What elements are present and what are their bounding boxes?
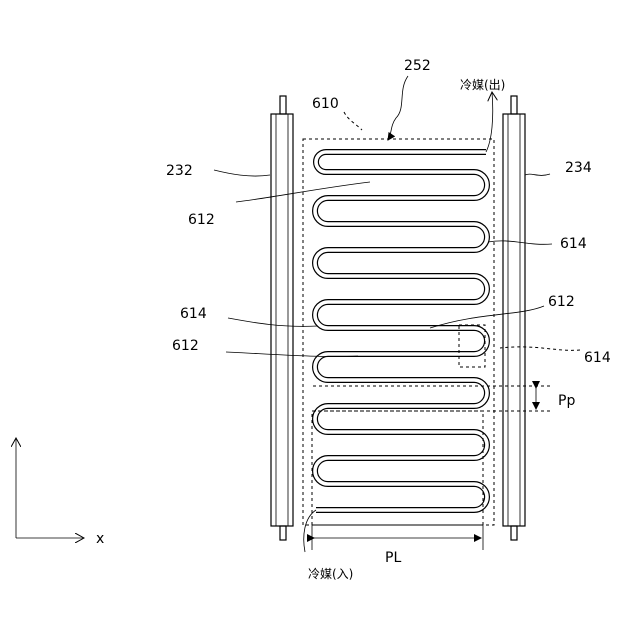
- outlet-flow-arrow: [486, 92, 493, 152]
- label-232: 232: [166, 163, 193, 179]
- label-pl: PL: [385, 550, 401, 566]
- label-610: 610: [312, 96, 339, 112]
- label-252: 252: [404, 58, 431, 74]
- label-pp: Pp: [558, 393, 575, 409]
- label-614-a: 614: [560, 236, 587, 252]
- label-612-a: 612: [188, 212, 215, 228]
- axis-indicator: [16, 438, 84, 538]
- serpentine-tube: [315, 152, 487, 510]
- label-614-b: 614: [180, 306, 207, 322]
- label-axis-x: x: [96, 531, 104, 547]
- right-header-pipe: [503, 96, 525, 540]
- length-dimension: [312, 525, 483, 550]
- label-refrigerant-in: 冷媒(入): [308, 567, 353, 581]
- label-234: 234: [565, 160, 592, 176]
- label-614-c: 614: [584, 350, 611, 366]
- label-612-c: 612: [172, 338, 199, 354]
- label-612-b: 612: [548, 294, 575, 310]
- inlet-flow-line: [304, 510, 316, 552]
- left-header-pipe: [271, 96, 293, 540]
- label-refrigerant-out: 冷媒(出): [460, 78, 505, 92]
